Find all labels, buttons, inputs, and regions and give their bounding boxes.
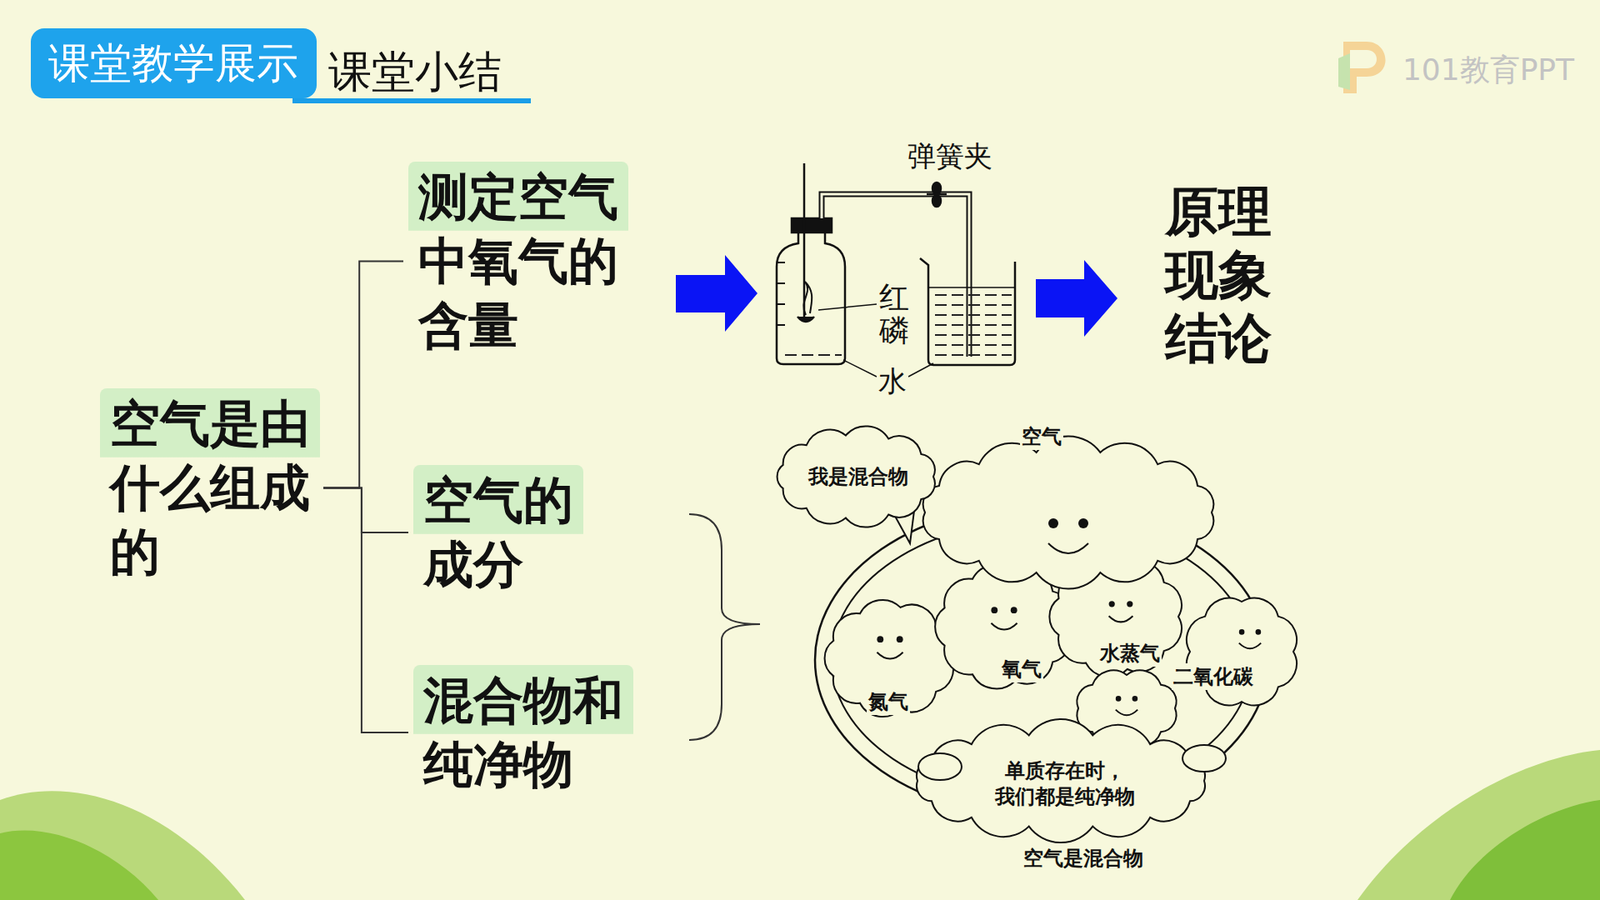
- cartoon-face: [1239, 629, 1261, 649]
- drawing-part: [990, 623, 1017, 630]
- topic-text: 空气是由什么组成的: [110, 391, 310, 584]
- drawing-part: [776, 303, 785, 305]
- drawing-part: [926, 193, 947, 196]
- leader-lines: [818, 304, 934, 377]
- summary-points: 原理 现象 结论: [1163, 180, 1273, 370]
- drawing-part: [0, 790, 245, 900]
- graduation-marks: [776, 262, 785, 325]
- topic-node: 空气是由什么组成的: [100, 388, 320, 588]
- figure-caption: 空气是混合物: [1023, 845, 1144, 871]
- apparatus: [776, 163, 1015, 377]
- cartoon-label: 氮气: [866, 688, 910, 715]
- drawing-part: [928, 286, 1015, 289]
- cartoon-face: [876, 635, 903, 659]
- drawing-part: [1450, 800, 1600, 900]
- drawing-part: [896, 635, 904, 643]
- speech-text: 我是混合物: [808, 463, 909, 490]
- drawing-part: [1126, 600, 1133, 607]
- speech-bubble: [777, 425, 935, 527]
- drawing-part: [932, 182, 941, 195]
- cartoon-label: 空气: [1020, 423, 1064, 450]
- cartoon-label: 水蒸气: [1098, 640, 1162, 666]
- topic-text: 空气的成分: [423, 468, 574, 597]
- watermark: 101教育PPT: [1402, 50, 1575, 90]
- topic-text: 混合物和纯净物: [423, 668, 624, 797]
- gas-bottle: [776, 231, 845, 365]
- drawing-part: [1010, 606, 1018, 614]
- cartoon-face: [1048, 518, 1089, 554]
- bracket-connector: [323, 488, 409, 534]
- combustion-spoon: [803, 163, 806, 317]
- drawing-part: [1239, 629, 1245, 635]
- drawing-part: [818, 304, 877, 310]
- topic-node: 混合物和纯净物: [413, 665, 634, 800]
- cartoon-face: [1109, 600, 1134, 622]
- flow-arrow: [1035, 260, 1118, 337]
- drawing-part: [1132, 695, 1139, 702]
- part-label: 水: [876, 362, 909, 400]
- nitrogen-cloud: [825, 600, 954, 717]
- cartoon-label: 二氧化碳: [1171, 663, 1255, 690]
- air-cartoon: [777, 425, 1297, 843]
- cartoon-hand: [918, 753, 962, 780]
- drawing-part: [776, 261, 785, 264]
- drawing-part: [1115, 710, 1138, 716]
- leaf-decoration: [0, 750, 1600, 900]
- drawing-part: [1115, 695, 1122, 702]
- spoon-cup: [797, 316, 815, 322]
- bracket-connector: [323, 488, 409, 734]
- header-tab-label: 课堂教学展示: [48, 36, 299, 91]
- beaker-water: [931, 287, 1012, 363]
- cartoon-hand: [1182, 745, 1226, 772]
- red-phosphorus-flame: [803, 281, 812, 315]
- topic-text: 测定空气中氧气的含量: [418, 165, 619, 357]
- cartoon-label: 氧气: [1000, 655, 1044, 682]
- part-label: 弹簧夹: [905, 137, 995, 175]
- drawing-part: [1078, 518, 1089, 529]
- topic-node: 测定空气中氧气的含量: [408, 161, 629, 361]
- header-tab: [30, 28, 317, 99]
- drawing-part: [1109, 600, 1115, 607]
- drawing-part: [1239, 643, 1261, 650]
- slide-title: 课堂小结: [328, 48, 502, 96]
- cartoon-caption: 单质存在时， 我们都是纯净物: [975, 757, 1155, 810]
- topic-node: 空气的成分: [413, 465, 584, 600]
- bracket-connector: [323, 261, 404, 489]
- beaker: [920, 258, 1015, 365]
- air-head-cloud: [923, 435, 1215, 589]
- drawing-part: [843, 360, 877, 377]
- drawing-part: [1350, 50, 1377, 69]
- drawing-part: [1338, 53, 1350, 90]
- cartoon-face: [1115, 695, 1138, 715]
- watermark-logo: [1338, 41, 1386, 94]
- drawing-part: [776, 324, 785, 326]
- spring-clip: [926, 182, 947, 207]
- rubber-stopper: [791, 218, 832, 233]
- pure-substance-cloud: [916, 719, 1205, 843]
- drawing-part: [776, 282, 785, 285]
- flow-arrow: [675, 255, 758, 332]
- drawing-part: [932, 195, 941, 207]
- drawing-part: [990, 606, 998, 614]
- drawing-part: [1357, 750, 1600, 900]
- drawing-part: [876, 635, 884, 643]
- drawing-part: [1048, 543, 1089, 554]
- part-label: 红磷: [877, 280, 911, 347]
- drawing-part: [908, 363, 934, 377]
- drawing-part: [1255, 629, 1262, 635]
- drawing-part: [1109, 615, 1134, 622]
- bracket: [689, 514, 760, 740]
- header-underline: [292, 98, 531, 104]
- drawing-part: [876, 652, 903, 660]
- drawing-part: [1048, 518, 1059, 529]
- drawing-part: [0, 830, 159, 900]
- bottle-water: [780, 348, 842, 363]
- cartoon-face: [990, 606, 1017, 630]
